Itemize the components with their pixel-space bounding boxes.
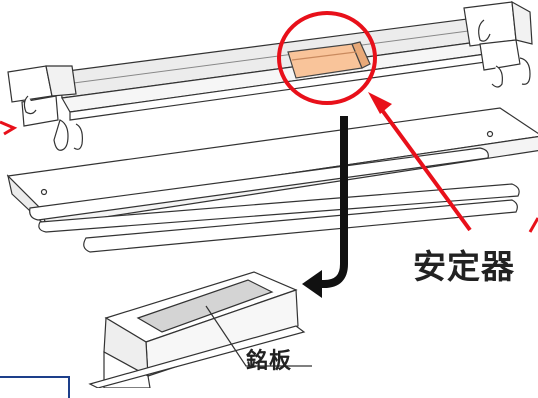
red-edge-mark-right (528, 217, 538, 233)
fluorescent-fixture-diagram (0, 0, 538, 388)
red-edge-mark-left (0, 120, 18, 136)
tube-3 (83, 199, 518, 253)
nameplate (136, 279, 274, 333)
pointer-arrow (368, 92, 472, 232)
ballast-label: 安定器 (413, 247, 515, 286)
nameplate-leader-line (205, 305, 312, 367)
tube-2 (38, 183, 520, 233)
corner-frame (0, 376, 70, 398)
callout-arrow (302, 116, 348, 298)
highlight-circle (277, 11, 377, 105)
ballast-in-channel (287, 41, 371, 79)
ballast-base-plate (88, 325, 306, 388)
nameplate-label: 銘板 (246, 349, 293, 374)
ballast-detail (88, 271, 306, 388)
right-socket (463, 0, 533, 88)
left-socket (7, 65, 83, 151)
fluorescent-tubes (29, 147, 520, 253)
tube-1 (29, 147, 489, 221)
